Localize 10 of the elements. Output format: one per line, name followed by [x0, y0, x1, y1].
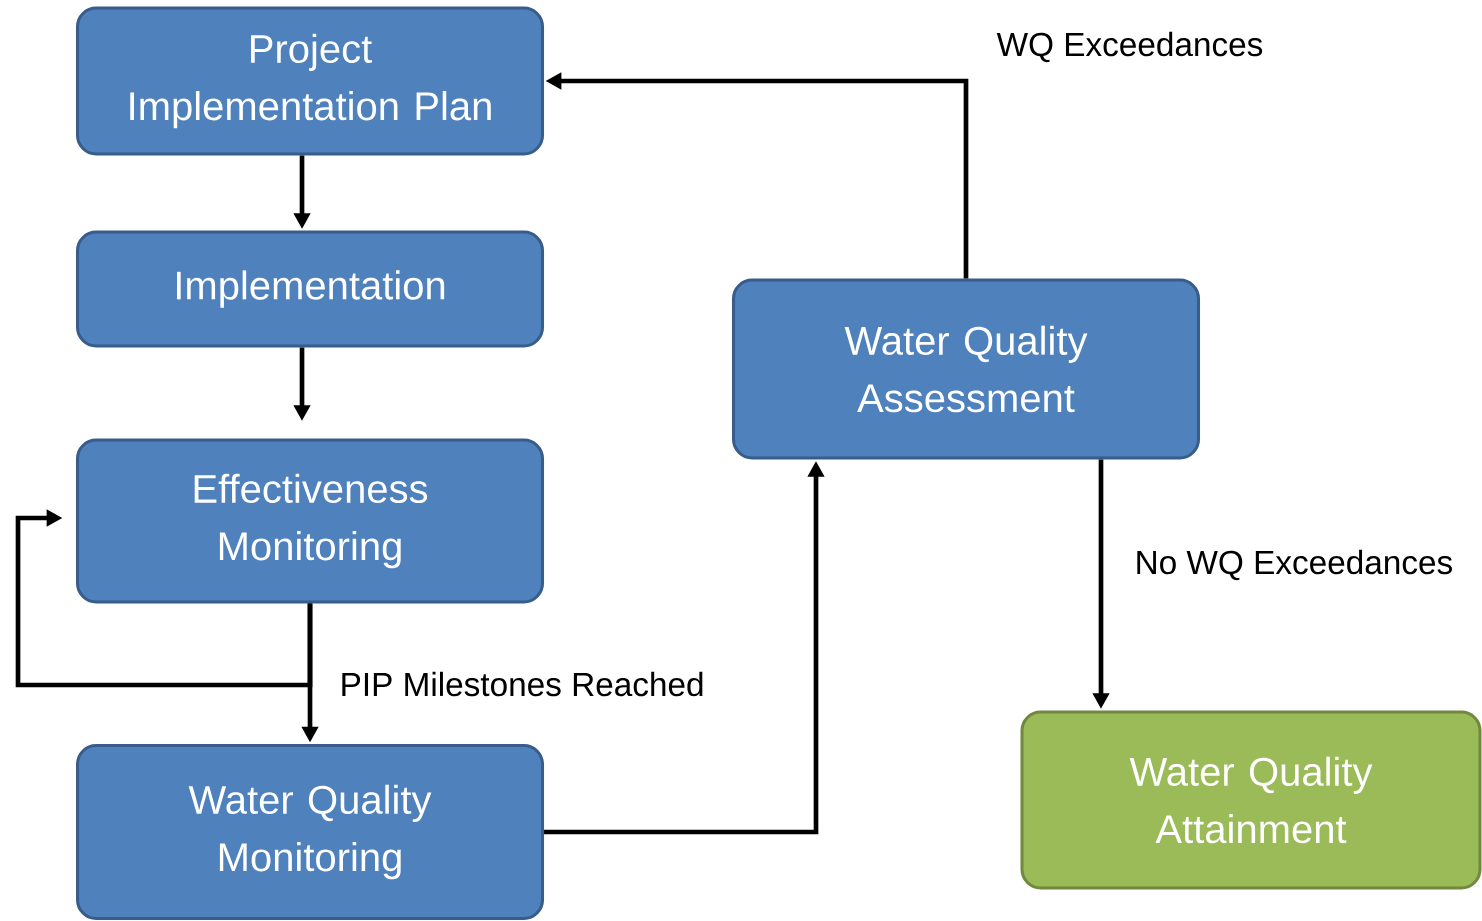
edge-label: PIP Milestones Reached: [342, 671, 703, 697]
process-box: Water Quality Monitoring: [75, 743, 545, 921]
process-box: Water Quality Attainment: [1020, 710, 1482, 890]
process-box: Implementation: [75, 230, 545, 348]
process-box: Project Implementation Plan: [75, 6, 545, 156]
process-box: Water Quality Assessment: [731, 278, 1201, 460]
process-box: Effectiveness Monitoring: [75, 438, 545, 604]
edge-label: WQ Exceedances: [996, 31, 1263, 63]
edge-label: No WQ Exceedances: [1137, 549, 1452, 581]
arrow: [15, 509, 313, 688]
